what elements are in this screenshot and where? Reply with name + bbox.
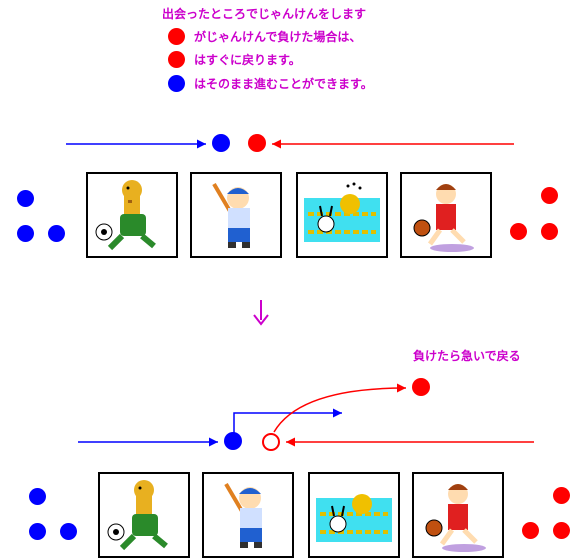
red-team-dot xyxy=(541,187,558,204)
legend-line-1: がじゃんけんで負けた場合は、 xyxy=(194,30,362,44)
card-giraffe-soccer xyxy=(86,172,178,258)
red-dot-loser-empty xyxy=(262,433,280,451)
card-girl-basketball xyxy=(412,472,504,558)
blue-team-dot xyxy=(29,488,46,505)
card-rabbit-tiger-pool xyxy=(296,172,388,258)
red-team-dot xyxy=(510,223,527,240)
card-girl-basketball xyxy=(400,172,492,258)
blue-dot-meeting xyxy=(212,134,230,152)
red-team-dot xyxy=(553,487,570,504)
card-rabbit-tiger-pool xyxy=(308,472,400,558)
blue-team-dot xyxy=(17,225,34,242)
blue-team-dot xyxy=(60,523,77,540)
blue-team-dot xyxy=(48,225,65,242)
blue-team-dot xyxy=(29,523,46,540)
red-dot-legend-2 xyxy=(168,51,185,68)
phase2-note: 負けたら急いで戻る xyxy=(413,349,521,363)
card-giraffe-soccer xyxy=(98,472,190,558)
legend-line-2: はすぐに戻ります。 xyxy=(194,53,301,67)
red-team-dot xyxy=(553,522,570,539)
red-team-dot xyxy=(522,522,539,539)
blue-team-dot xyxy=(17,190,34,207)
red-dot-meeting xyxy=(248,134,266,152)
card-boy-baseball xyxy=(202,472,294,558)
red-team-dot xyxy=(541,223,558,240)
red-dot-returning xyxy=(412,378,430,396)
legend-line-3: はそのまま進むことができます。 xyxy=(194,77,373,91)
red-dot-legend xyxy=(168,28,185,45)
blue-continue-arrow xyxy=(233,408,342,434)
blue-dot-winner xyxy=(224,432,242,450)
red-return-curve xyxy=(273,383,407,433)
blue-dot-legend xyxy=(168,75,185,92)
legend-title: 出会ったところでじゃんけんをします xyxy=(162,7,367,21)
card-boy-baseball xyxy=(190,172,282,258)
